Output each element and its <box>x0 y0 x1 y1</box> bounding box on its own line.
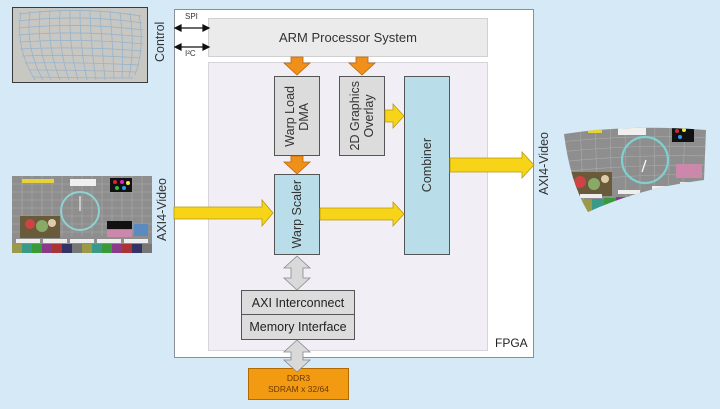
ddr-line1: DDR3 <box>286 373 311 383</box>
warp-scaler-label: Warp Scaler <box>290 180 304 249</box>
ddr3-sdram-block: DDR3 SDRAM x 32/64 <box>248 368 349 400</box>
axi-interconnect-block: AXI Interconnect <box>241 290 355 315</box>
warp-load-dma-block: Warp Load DMA <box>274 76 320 156</box>
combiner-label: Combiner <box>420 138 434 193</box>
fpga-label: FPGA <box>495 336 528 350</box>
memory-interface-block: Memory Interface <box>241 314 355 340</box>
graphics-overlay-label: 2D Graphics Overlay <box>348 81 376 151</box>
input-video-label: AXI4-Video <box>155 178 169 242</box>
ddr-line2: SDRAM x 32/64 <box>268 384 329 394</box>
arm-processor-system: ARM Processor System <box>208 18 488 57</box>
output-video-label: AXI4-Video <box>537 132 551 196</box>
combiner-block: Combiner <box>404 76 450 255</box>
output-frame-image <box>560 122 710 214</box>
warp-scaler-block: Warp Scaler <box>274 174 320 255</box>
i2c-label: I²C <box>185 49 196 58</box>
warp-load-dma-label: Warp Load DMA <box>283 85 311 147</box>
axi-interconnect-label: AXI Interconnect <box>251 295 345 310</box>
warp-grid-image <box>12 7 148 83</box>
graphics-overlay-block: 2D Graphics Overlay <box>339 76 385 156</box>
input-frame-image <box>12 176 152 253</box>
control-label: Control <box>153 21 167 62</box>
arm-label: ARM Processor System <box>279 30 417 45</box>
spi-label: SPI <box>185 12 198 21</box>
memory-interface-label: Memory Interface <box>249 320 347 334</box>
